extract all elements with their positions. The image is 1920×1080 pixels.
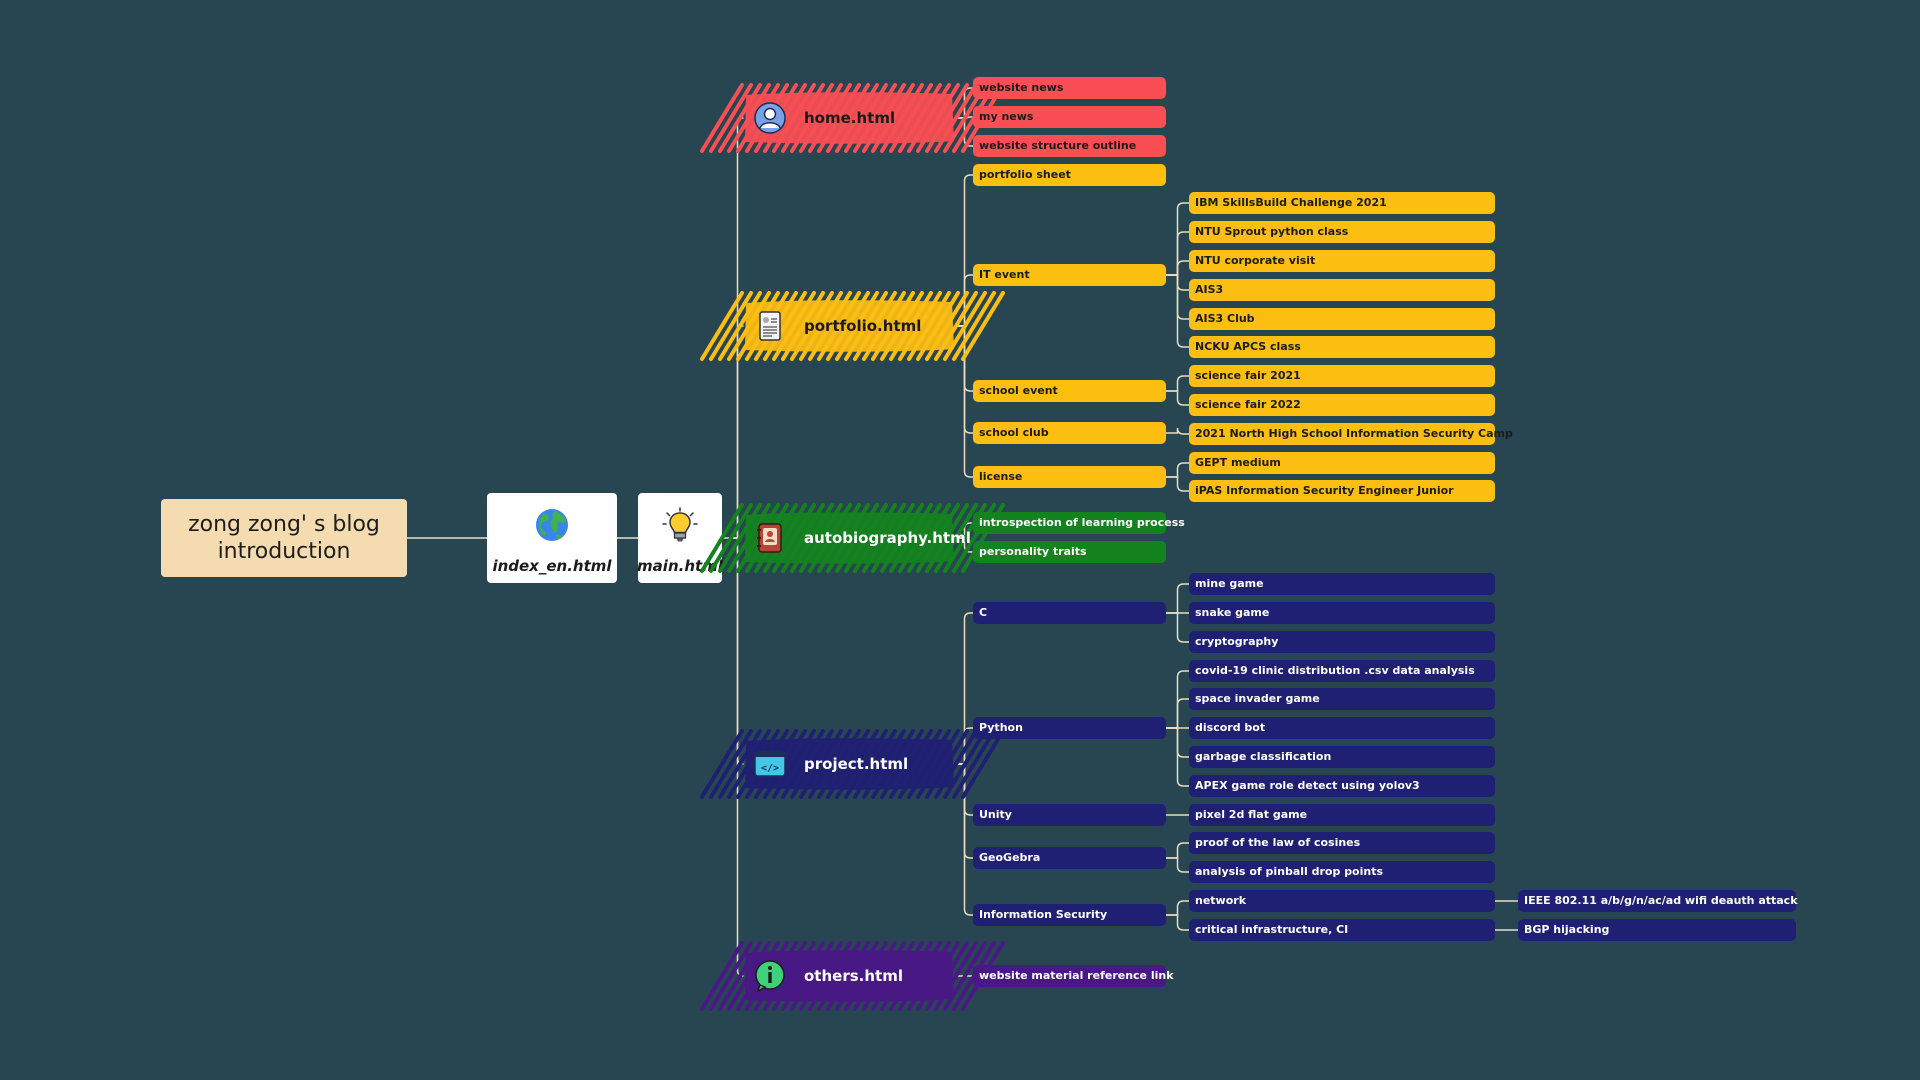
connector xyxy=(1166,727,1189,787)
connector xyxy=(1166,231,1189,276)
branch-scribble-background xyxy=(700,729,1005,799)
index-card[interactable]: index_en.html xyxy=(487,493,617,583)
subtopic-project-4-0[interactable]: network xyxy=(1189,890,1495,912)
topic-project-1[interactable]: Python xyxy=(973,717,1166,739)
connector xyxy=(956,325,973,478)
lightbulb-icon xyxy=(662,507,698,542)
connector xyxy=(956,274,973,327)
branch-label: portfolio.html xyxy=(804,317,922,335)
topic-home-0[interactable]: website news xyxy=(973,77,1166,99)
root-topic[interactable]: zong zong' s blog introduction xyxy=(161,499,407,577)
subtopic-project-1-4[interactable]: APEX game role detect using yolov3 xyxy=(1189,775,1495,797)
branch-scribble-background xyxy=(700,941,1005,1011)
topic-home-2[interactable]: website structure outline xyxy=(973,135,1166,157)
topic-portfolio-3[interactable]: school club xyxy=(973,422,1166,444)
branch-label: others.html xyxy=(804,967,903,985)
document-icon xyxy=(759,311,781,341)
subtopic-portfolio-3-0[interactable]: 2021 North High School Information Secur… xyxy=(1189,423,1513,445)
topic-autobiography-1[interactable]: personality traits xyxy=(973,541,1166,563)
subtopic-project-4-1[interactable]: critical infrastructure, CI xyxy=(1189,919,1495,941)
topic-autobiography-0[interactable]: introspection of learning process xyxy=(973,512,1185,534)
subtopic-portfolio-1-0[interactable]: IBM SkillsBuild Challenge 2021 xyxy=(1189,192,1495,214)
connector xyxy=(1166,900,1189,916)
topic-project-0[interactable]: C xyxy=(973,602,1166,624)
svg-text:</>: </> xyxy=(761,763,779,774)
topic-portfolio-2[interactable]: school event xyxy=(973,380,1166,402)
topic-project-2[interactable]: Unity xyxy=(973,804,1166,826)
branch-scribble-background xyxy=(700,291,1005,361)
connector xyxy=(1166,612,1189,643)
subtopic-project-1-3[interactable]: garbage classification xyxy=(1189,746,1495,768)
connector xyxy=(1166,857,1189,873)
branch-autobiography[interactable]: autobiography.html xyxy=(700,503,1005,573)
topic-portfolio-0[interactable]: portfolio sheet xyxy=(973,164,1166,186)
subtopic-portfolio-2-1[interactable]: science fair 2022 xyxy=(1189,394,1495,416)
branch-others[interactable]: others.html xyxy=(700,941,1005,1011)
connector xyxy=(1166,476,1189,492)
branch-home[interactable]: home.html xyxy=(700,83,1005,153)
subtopic-project-0-1[interactable]: snake game xyxy=(1189,602,1495,624)
root-title-line-2: introduction xyxy=(217,539,351,564)
branch-project[interactable]: </> project.html xyxy=(700,729,1005,799)
connector xyxy=(956,174,973,327)
subtopic-portfolio-1-1[interactable]: NTU Sprout python class xyxy=(1189,221,1495,243)
subtopic-project-3-1[interactable]: analysis of pinball drop points xyxy=(1189,861,1495,883)
branch-label: autobiography.html xyxy=(804,529,971,547)
info-bubble-icon xyxy=(755,960,785,993)
subtopic-project-2-0[interactable]: pixel 2d flat game xyxy=(1189,804,1495,826)
connector xyxy=(1166,914,1189,931)
subtopic-portfolio-4-0[interactable]: GEPT medium xyxy=(1189,452,1495,474)
subtopic-project-0-2[interactable]: cryptography xyxy=(1189,631,1495,653)
connector xyxy=(1166,462,1189,478)
detail-project-4-1-0[interactable]: BGP hijacking xyxy=(1518,919,1796,941)
user-avatar-icon xyxy=(754,102,786,134)
connector xyxy=(1166,390,1189,406)
subtopic-portfolio-2-0[interactable]: science fair 2021 xyxy=(1189,365,1495,387)
connector xyxy=(733,537,744,977)
topic-portfolio-4[interactable]: license xyxy=(973,466,1166,488)
connector xyxy=(1166,274,1189,348)
branch-label: project.html xyxy=(804,755,909,773)
connector xyxy=(1166,375,1189,392)
connector xyxy=(1166,670,1189,729)
connector xyxy=(956,763,973,916)
subtopic-project-0-0[interactable]: mine game xyxy=(1189,573,1495,595)
subtopic-project-1-1[interactable]: space invader game xyxy=(1189,688,1495,710)
main-card[interactable]: main.html xyxy=(637,493,723,583)
code-window-icon: </> xyxy=(754,751,786,777)
subtopic-project-1-0[interactable]: covid-19 clinic distribution .csv data a… xyxy=(1189,660,1495,682)
root-title-line-1: zong zong' s blog xyxy=(188,512,380,537)
globe-icon xyxy=(536,509,568,541)
subtopic-project-3-0[interactable]: proof of the law of cosines xyxy=(1189,832,1495,854)
subtopic-project-1-2[interactable]: discord bot xyxy=(1189,717,1495,739)
connector xyxy=(956,612,973,765)
subtopic-portfolio-1-3[interactable]: AIS3 xyxy=(1189,279,1495,301)
connector xyxy=(1166,842,1189,859)
topic-others-0[interactable]: website material reference link xyxy=(973,965,1174,987)
connector xyxy=(1166,202,1189,276)
branch-label: home.html xyxy=(804,109,896,127)
topic-portfolio-1[interactable]: IT event xyxy=(973,264,1166,286)
topic-project-3[interactable]: GeoGebra xyxy=(973,847,1166,869)
index-card-label: index_en.html xyxy=(492,557,612,575)
connector xyxy=(1166,583,1189,614)
subtopic-portfolio-1-2[interactable]: NTU corporate visit xyxy=(1189,250,1495,272)
connector xyxy=(1166,260,1189,276)
subtopic-portfolio-1-5[interactable]: NCKU APCS class xyxy=(1189,336,1495,358)
connector xyxy=(1166,427,1189,435)
subtopic-portfolio-4-1[interactable]: iPAS Information Security Engineer Junio… xyxy=(1189,480,1495,502)
topic-home-1[interactable]: my news xyxy=(973,106,1166,128)
subtopic-portfolio-1-4[interactable]: AIS3 Club xyxy=(1189,308,1495,330)
connector xyxy=(1166,698,1189,729)
notebook-icon xyxy=(757,523,782,553)
branch-portfolio[interactable]: portfolio.html xyxy=(700,291,1005,361)
detail-project-4-0-0[interactable]: IEEE 802.11 a/b/g/n/ac/ad wifi deauth at… xyxy=(1518,890,1798,912)
topic-project-4[interactable]: Information Security xyxy=(973,904,1166,926)
